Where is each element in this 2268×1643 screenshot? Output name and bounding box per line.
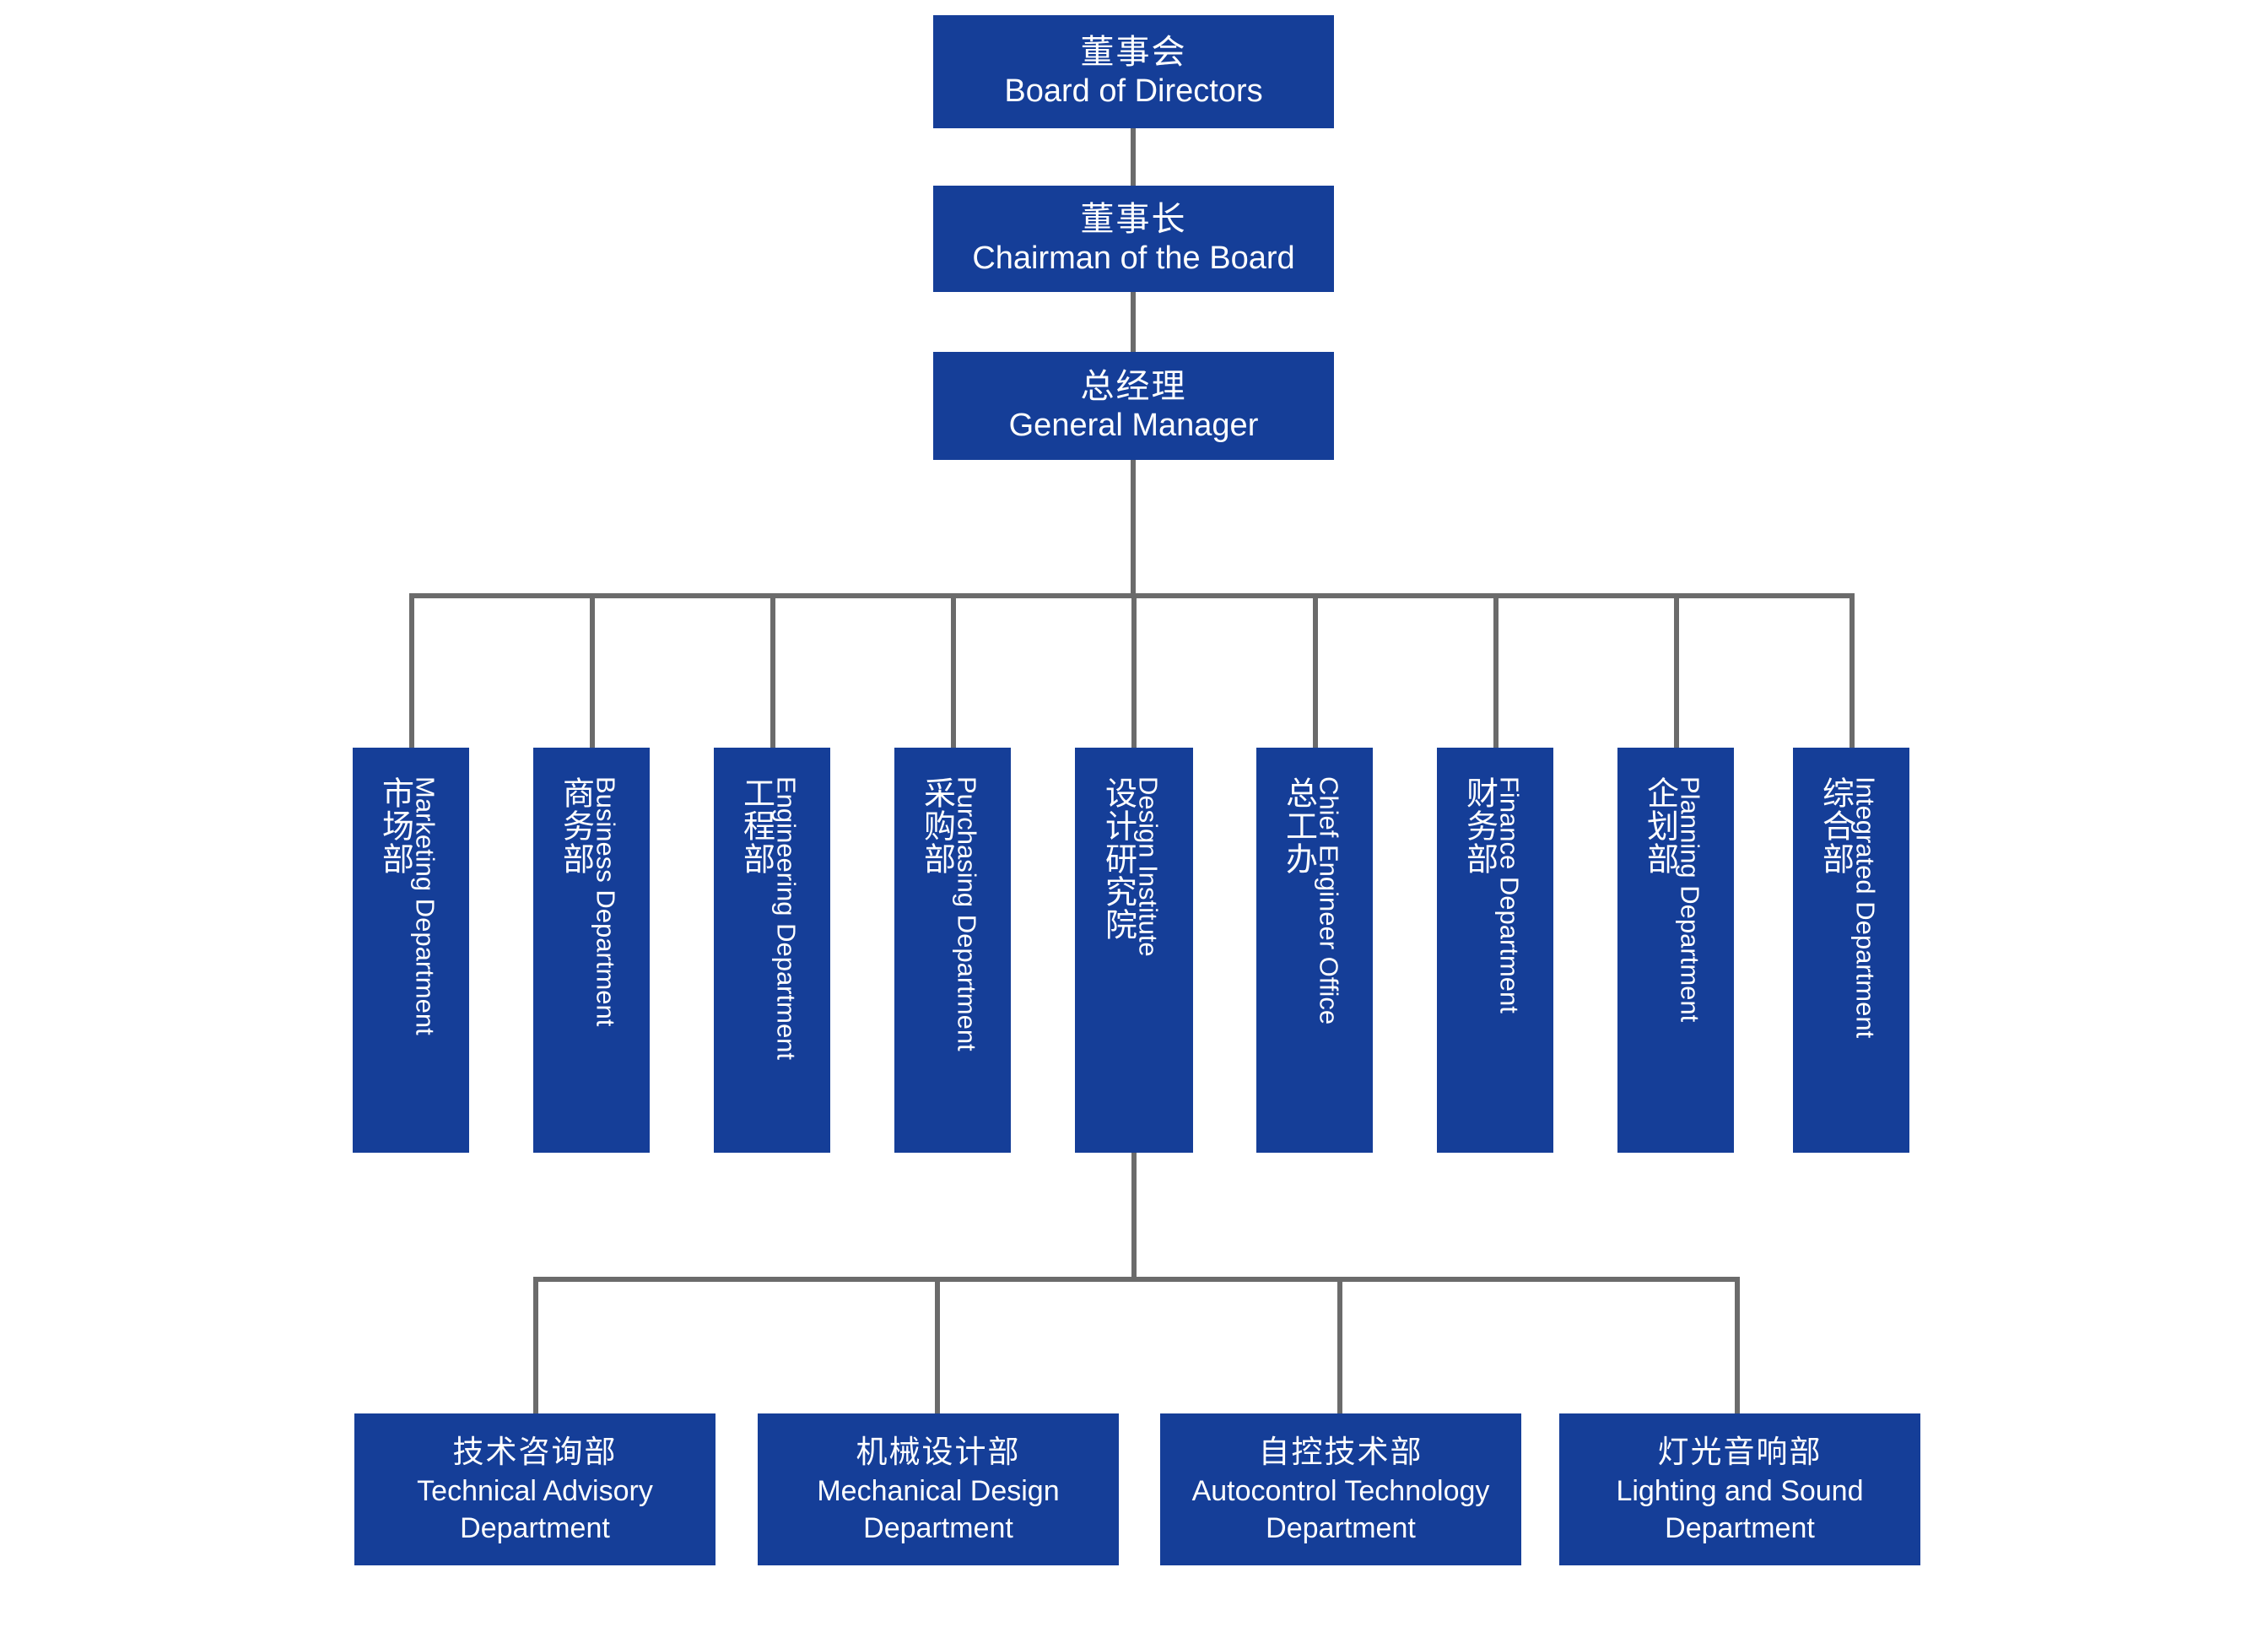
node-integrated-department-zh: 综合部: [1817, 776, 1853, 875]
connector-bus-sub-departments: [533, 1277, 1740, 1282]
node-general-manager-en: General Manager: [1008, 408, 1259, 444]
node-chairman-of-the-board-zh: 董事长: [1080, 200, 1187, 238]
node-finance-department[interactable]: Finance Department 财务部: [1437, 748, 1553, 1153]
node-autocontrol-technology-department-zh: 自控技术部: [1258, 1434, 1423, 1469]
connector-drop-sub-1: [533, 1277, 538, 1415]
node-general-manager[interactable]: 总经理 General Manager: [933, 352, 1334, 460]
node-board-of-directors[interactable]: 董事会 Board of Directors: [933, 15, 1334, 128]
node-mechanical-design-department[interactable]: 机械设计部 Mechanical Design Department: [758, 1413, 1119, 1565]
node-technical-advisory-department[interactable]: 技术咨询部 Technical Advisory Department: [354, 1413, 716, 1565]
node-mechanical-design-department-en: Mechanical Design Department: [817, 1474, 1060, 1545]
node-chief-engineer-office-en: Chief Engineer Office: [1314, 776, 1344, 1025]
node-engineering-department-en: Engineering Department: [771, 776, 802, 1061]
node-marketing-department-en: Marketing Department: [410, 776, 440, 1035]
node-chief-engineer-office[interactable]: Chief Engineer Office 总工办: [1256, 748, 1373, 1153]
node-lighting-and-sound-department-en: Lighting and Sound Department: [1616, 1474, 1864, 1545]
connector-drop-dept-4: [951, 593, 956, 749]
connector-drop-dept-5: [1131, 593, 1137, 749]
connector-drop-dept-9: [1850, 593, 1855, 749]
node-technical-advisory-department-zh: 技术咨询部: [452, 1434, 618, 1469]
node-finance-department-zh: 财务部: [1461, 776, 1497, 875]
node-board-of-directors-en: Board of Directors: [1004, 73, 1263, 110]
node-general-manager-zh: 总经理: [1080, 367, 1187, 405]
node-technical-advisory-department-en: Technical Advisory Department: [417, 1474, 653, 1545]
node-purchasing-department-zh: 采购部: [918, 776, 954, 875]
node-business-department-en: Business Department: [591, 776, 621, 1027]
node-finance-department-en: Finance Department: [1494, 776, 1525, 1013]
node-integrated-department[interactable]: Integrated Department 综合部: [1793, 748, 1909, 1153]
node-planning-department-zh: 企划部: [1641, 776, 1677, 875]
connector-drop-sub-2: [935, 1277, 940, 1415]
node-planning-department-en: Planning Department: [1675, 776, 1705, 1023]
connector-drop-sub-3: [1337, 1277, 1342, 1415]
node-lighting-and-sound-department[interactable]: 灯光音响部 Lighting and Sound Department: [1559, 1413, 1920, 1565]
node-chairman-of-the-board-en: Chairman of the Board: [972, 241, 1295, 277]
node-autocontrol-technology-department-en: Autocontrol Technology Department: [1191, 1474, 1490, 1545]
connector-drop-dept-8: [1674, 593, 1679, 749]
node-engineering-department-zh: 工程部: [737, 776, 774, 875]
connector-drop-dept-3: [770, 593, 775, 749]
node-mechanical-design-department-zh: 机械设计部: [856, 1434, 1021, 1469]
node-marketing-department-zh: 市场部: [376, 776, 413, 875]
connector-drop-dept-1: [409, 593, 414, 749]
node-engineering-department[interactable]: Engineering Department 工程部: [714, 748, 830, 1153]
connector-gm-to-bus: [1131, 460, 1136, 598]
node-design-institute-zh: 设计研究院: [1099, 776, 1136, 941]
node-business-department-zh: 商务部: [557, 776, 593, 875]
node-business-department[interactable]: Business Department 商务部: [533, 748, 650, 1153]
node-design-institute-en: Design Institute: [1133, 776, 1164, 957]
connector-drop-dept-6: [1313, 593, 1318, 749]
connector-chairman-to-gm: [1131, 291, 1136, 352]
connector-drop-dept-2: [590, 593, 595, 749]
node-board-of-directors-zh: 董事会: [1080, 33, 1187, 71]
node-planning-department[interactable]: Planning Department 企划部: [1617, 748, 1734, 1153]
node-chairman-of-the-board[interactable]: 董事长 Chairman of the Board: [933, 186, 1334, 292]
connector-board-to-chairman: [1131, 128, 1136, 186]
node-integrated-department-en: Integrated Department: [1850, 776, 1881, 1039]
node-purchasing-department[interactable]: Purchasing Department 采购部: [894, 748, 1011, 1153]
node-marketing-department[interactable]: Marketing Department 市场部: [353, 748, 469, 1153]
node-purchasing-department-en: Purchasing Department: [952, 776, 982, 1051]
node-autocontrol-technology-department[interactable]: 自控技术部 Autocontrol Technology Department: [1160, 1413, 1521, 1565]
node-chief-engineer-office-zh: 总工办: [1280, 776, 1316, 875]
connector-drop-sub-4: [1735, 1277, 1740, 1415]
connector-design-institute-to-bus: [1131, 1153, 1137, 1282]
connector-drop-dept-7: [1493, 593, 1498, 749]
node-lighting-and-sound-department-zh: 灯光音响部: [1657, 1434, 1822, 1469]
node-design-institute[interactable]: Design Institute 设计研究院: [1075, 748, 1193, 1153]
